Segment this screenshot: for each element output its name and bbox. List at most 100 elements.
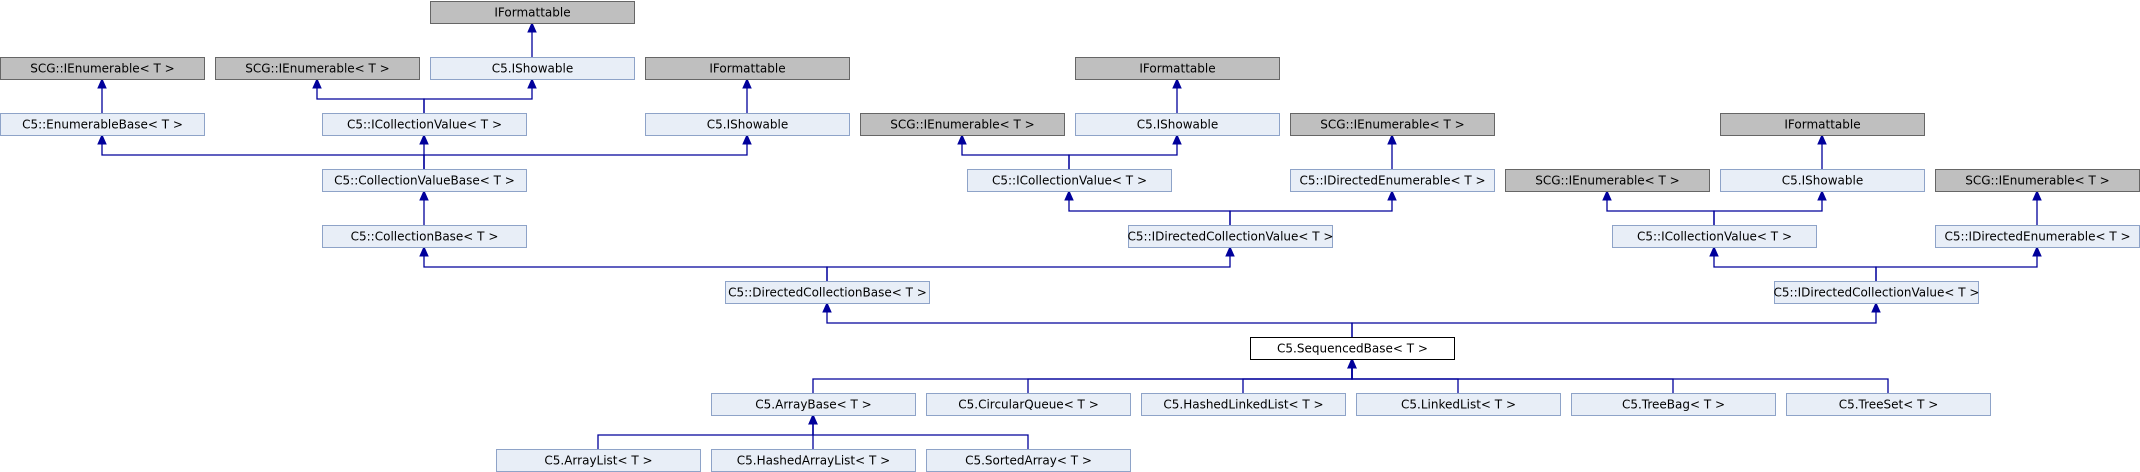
- node-box: [926, 393, 1131, 416]
- class-node-linkedlist[interactable]: C5.LinkedList< T >: [1356, 393, 1561, 416]
- class-node-sequencedbase[interactable]: C5.SequencedBase< T >: [1250, 337, 1455, 360]
- class-node-arraylist[interactable]: C5.ArrayList< T >: [496, 449, 701, 472]
- inheritance-edge: [1068, 200, 1231, 225]
- node-label: C5.ArrayList< T >: [544, 454, 652, 468]
- inheritance-arrowhead: [419, 189, 429, 201]
- class-node-collectionbase[interactable]: C5::CollectionBase< T >: [322, 225, 527, 248]
- node-box: [645, 57, 850, 80]
- class-node-ishowable-2[interactable]: C5.IShowable: [645, 113, 850, 136]
- class-node-icollectionvalue-1[interactable]: C5::ICollectionValue< T >: [322, 113, 527, 136]
- inheritance-arrowhead: [1817, 133, 1827, 145]
- inheritance-arrowhead: [742, 77, 752, 89]
- inheritance-edge: [961, 144, 1070, 169]
- node-box: [1505, 169, 1710, 192]
- node-label: C5::IDirectedEnumerable< T >: [1299, 174, 1485, 188]
- class-node-idirectedcollectionvalue-1[interactable]: C5::IDirectedCollectionValue< T >: [1128, 225, 1334, 248]
- node-box: [1290, 113, 1495, 136]
- node-label: C5.CircularQueue< T >: [958, 398, 1099, 412]
- node-box: [1720, 169, 1925, 192]
- inheritance-edge: [316, 88, 425, 113]
- inheritance-arrowhead: [2032, 189, 2042, 201]
- node-box: [322, 113, 527, 136]
- node-box: [1290, 169, 1495, 192]
- inheritance-arrowhead: [419, 245, 429, 257]
- class-node-ishowable-3[interactable]: C5.IShowable: [1075, 113, 1280, 136]
- node-label: SCG::IEnumerable< T >: [245, 62, 389, 76]
- class-node-icollectionvalue-2[interactable]: C5::ICollectionValue< T >: [967, 169, 1172, 192]
- node-box: [1128, 225, 1333, 248]
- inheritance-edge: [1713, 256, 1877, 281]
- class-node-scg-ienum-3[interactable]: SCG::IEnumerable< T >: [860, 113, 1065, 136]
- node-label: C5::EnumerableBase< T >: [22, 118, 183, 132]
- class-node-idirectedenumerable-1[interactable]: C5::IDirectedEnumerable< T >: [1290, 169, 1495, 192]
- node-label: C5.HashedArrayList< T >: [737, 454, 890, 468]
- class-node-iformattable-top[interactable]: IFormattable: [430, 1, 635, 24]
- inheritance-edge: [812, 368, 1353, 393]
- class-node-iformattable-3[interactable]: IFormattable: [1075, 57, 1280, 80]
- class-node-iformattable-2[interactable]: IFormattable: [645, 57, 850, 80]
- node-label: C5.SequencedBase< T >: [1277, 342, 1428, 356]
- class-node-idirectedcollectionvalue-2[interactable]: C5::IDirectedCollectionValue< T >: [1774, 281, 1980, 304]
- class-node-ishowable-4[interactable]: C5.IShowable: [1720, 169, 1925, 192]
- inheritance-edge: [101, 144, 425, 169]
- node-label: C5::ICollectionValue< T >: [992, 174, 1147, 188]
- class-node-iformattable-4[interactable]: IFormattable: [1720, 113, 1925, 136]
- class-node-hashedarraylist[interactable]: C5.HashedArrayList< T >: [711, 449, 916, 472]
- node-box: [0, 113, 205, 136]
- inheritance-edge: [1351, 312, 1877, 337]
- node-box: [860, 113, 1065, 136]
- node-box: [1774, 281, 1979, 304]
- inheritance-arrowhead: [1172, 133, 1182, 145]
- node-label: SCG::IEnumerable< T >: [30, 62, 174, 76]
- node-label: IFormattable: [1784, 118, 1860, 132]
- class-node-scg-ienum-5[interactable]: SCG::IEnumerable< T >: [1505, 169, 1710, 192]
- class-node-ishowable-1[interactable]: C5.IShowable: [430, 57, 635, 80]
- node-label: C5.ArrayBase< T >: [755, 398, 871, 412]
- class-node-directedcollectionbase[interactable]: C5::DirectedCollectionBase< T >: [725, 281, 930, 304]
- class-node-scg-ienum-2[interactable]: SCG::IEnumerable< T >: [215, 57, 420, 80]
- inheritance-edge: [597, 424, 814, 449]
- node-label: C5.IShowable: [1782, 174, 1863, 188]
- node-label: C5::DirectedCollectionBase< T >: [728, 286, 927, 300]
- node-box: [215, 57, 420, 80]
- node-box: [1612, 225, 1817, 248]
- node-label: C5::IDirectedCollectionValue< T >: [1128, 230, 1334, 244]
- class-node-arraybase[interactable]: C5.ArrayBase< T >: [711, 393, 916, 416]
- inheritance-arrowhead: [2032, 245, 2042, 257]
- node-label: C5.SortedArray< T >: [965, 454, 1092, 468]
- node-label: SCG::IEnumerable< T >: [1535, 174, 1679, 188]
- class-node-icollectionvalue-3[interactable]: C5::ICollectionValue< T >: [1612, 225, 1817, 248]
- node-label: IFormattable: [709, 62, 785, 76]
- inheritance-edge: [812, 424, 1029, 449]
- class-node-scg-ienum-4[interactable]: SCG::IEnumerable< T >: [1290, 113, 1495, 136]
- node-label: C5::IDirectedCollectionValue< T >: [1774, 286, 1980, 300]
- node-label: SCG::IEnumerable< T >: [1965, 174, 2109, 188]
- node-box: [1075, 57, 1280, 80]
- class-node-treeset[interactable]: C5.TreeSet< T >: [1786, 393, 1991, 416]
- inheritance-arrowhead: [1225, 245, 1235, 257]
- class-node-treebag[interactable]: C5.TreeBag< T >: [1571, 393, 1776, 416]
- inheritance-edge: [1713, 200, 1823, 225]
- node-label: C5.IShowable: [492, 62, 573, 76]
- class-node-idirectedenumerable-2[interactable]: C5::IDirectedEnumerable< T >: [1935, 225, 2140, 248]
- inheritance-edge: [1351, 368, 1889, 393]
- node-label: C5.IShowable: [1137, 118, 1218, 132]
- inheritance-arrowhead: [527, 77, 537, 89]
- node-label: C5::CollectionValueBase< T >: [334, 174, 515, 188]
- inheritance-edge: [1068, 144, 1178, 169]
- node-box: [645, 113, 850, 136]
- inheritance-arrowhead: [1871, 301, 1881, 313]
- node-label: SCG::IEnumerable< T >: [890, 118, 1034, 132]
- inheritance-edge: [1351, 368, 1459, 393]
- class-node-circularqueue[interactable]: C5.CircularQueue< T >: [926, 393, 1131, 416]
- class-node-enumerablebase[interactable]: C5::EnumerableBase< T >: [0, 113, 205, 136]
- class-node-hashedlinkedlist[interactable]: C5.HashedLinkedList< T >: [1141, 393, 1346, 416]
- class-node-collectionvaluebase[interactable]: C5::CollectionValueBase< T >: [322, 169, 527, 192]
- node-label: C5.IShowable: [707, 118, 788, 132]
- class-node-scg-ienum-6[interactable]: SCG::IEnumerable< T >: [1935, 169, 2140, 192]
- edges-layer: [97, 21, 2042, 449]
- class-node-scg-ienum-1[interactable]: SCG::IEnumerable< T >: [0, 57, 205, 80]
- class-node-sortedarray[interactable]: C5.SortedArray< T >: [926, 449, 1131, 472]
